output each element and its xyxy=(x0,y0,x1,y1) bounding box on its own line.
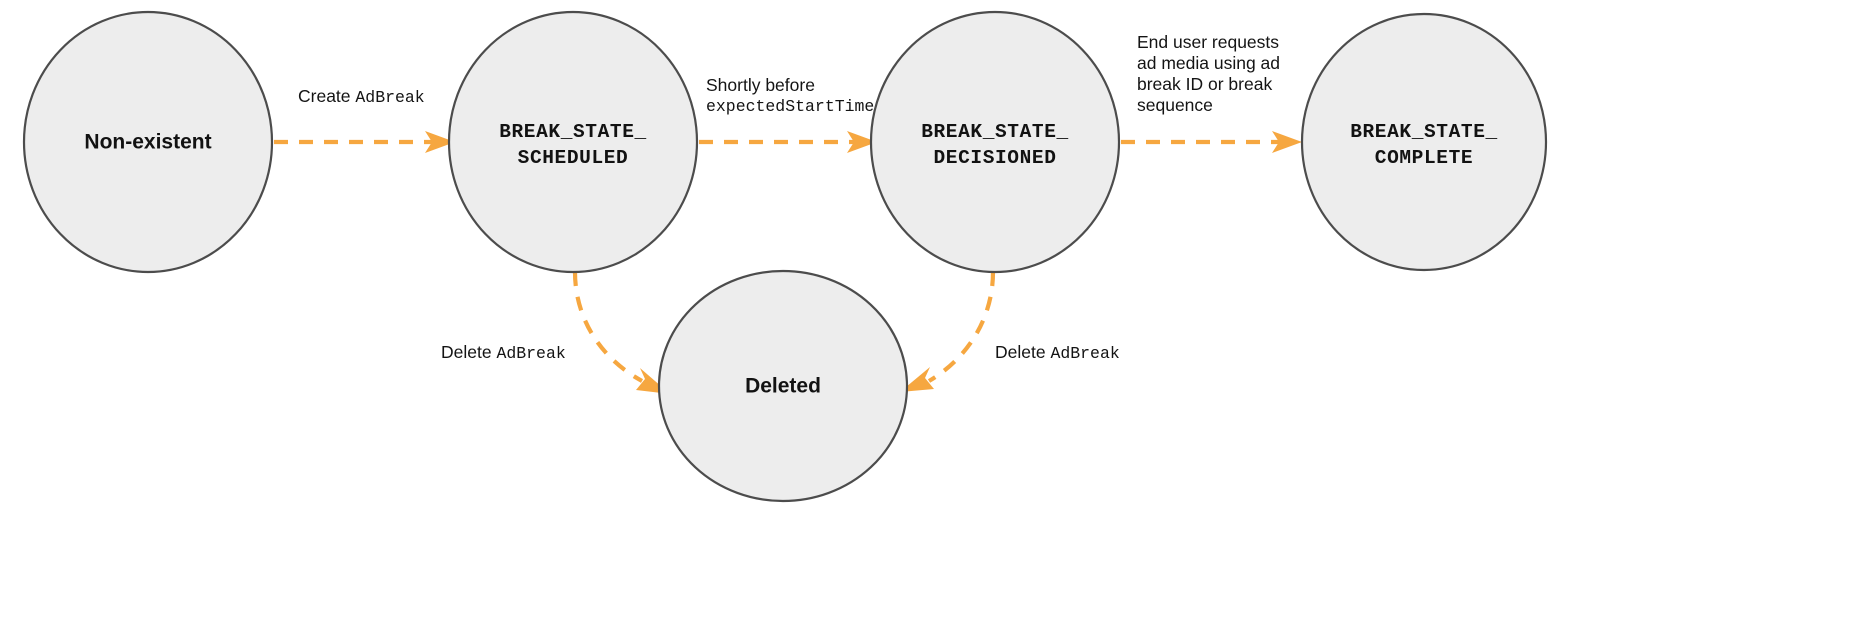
edge-create-adbreak[interactable] xyxy=(274,131,455,153)
edge-shortly-before[interactable] xyxy=(699,131,877,153)
node-deleted-label: Deleted xyxy=(745,375,821,398)
edge-label-create-adbreak: Create AdBreak xyxy=(298,86,425,108)
node-break-state-complete-shape xyxy=(1300,12,1548,272)
edge-label-end-user-requests-line1: End user requests xyxy=(1137,32,1280,52)
node-deleted-shape xyxy=(657,269,909,503)
edge-label-create-adbreak-text: Create xyxy=(298,86,356,106)
node-break-state-scheduled-shape xyxy=(447,10,699,274)
edge-label-delete-from-decisioned-code: AdBreak xyxy=(1050,344,1120,363)
node-non-existent[interactable]: Non-existent xyxy=(22,10,274,274)
edge-delete-from-scheduled-line xyxy=(572,271,644,383)
node-non-existent-shape xyxy=(22,10,274,274)
node-deleted[interactable]: Deleted xyxy=(657,269,909,503)
node-break-state-scheduled[interactable]: BREAK_STATE_ SCHEDULED xyxy=(447,10,699,274)
edge-label-shortly-before-line1: Shortly before xyxy=(706,75,815,95)
edge-label-delete-from-decisioned: Delete AdBreak xyxy=(995,342,1120,364)
edge-delete-from-scheduled[interactable] xyxy=(572,271,670,394)
edge-delete-from-decisioned[interactable] xyxy=(900,271,996,392)
edge-label-end-user-requests-line4: sequence xyxy=(1137,95,1213,115)
node-break-state-decisioned-label-line2: DECISIONED xyxy=(933,147,1056,169)
node-break-state-complete[interactable]: BREAK_STATE_ COMPLETE xyxy=(1300,12,1548,272)
node-break-state-complete-label-line2: COMPLETE xyxy=(1375,147,1473,169)
node-break-state-decisioned[interactable]: BREAK_STATE_ DECISIONED xyxy=(869,10,1121,274)
edge-label-delete-from-scheduled: Delete AdBreak xyxy=(441,342,566,364)
edge-delete-from-decisioned-arrowhead xyxy=(900,367,934,392)
edge-label-end-user-requests-line3: break ID or break xyxy=(1137,74,1273,94)
node-break-state-decisioned-label-line1: BREAK_STATE_ xyxy=(921,121,1069,143)
node-break-state-complete-label-line1: BREAK_STATE_ xyxy=(1350,121,1498,143)
edge-label-end-user-requests-line2: ad media using ad xyxy=(1137,53,1281,73)
edge-label-delete-from-scheduled-code: AdBreak xyxy=(496,344,566,363)
edge-label-shortly-before-line2: expectedStartTime xyxy=(706,97,875,116)
node-non-existent-label: Non-existent xyxy=(84,131,211,154)
node-break-state-scheduled-label-line1: BREAK_STATE_ xyxy=(499,121,647,143)
edge-shortly-before-arrowhead xyxy=(847,131,877,153)
edge-end-user-requests[interactable] xyxy=(1121,131,1302,153)
edge-label-delete-from-decisioned-text: Delete xyxy=(995,342,1051,362)
edge-create-adbreak-arrowhead xyxy=(425,131,455,153)
edge-end-user-requests-arrowhead xyxy=(1272,131,1302,153)
edge-label-shortly-before: Shortly before expectedStartTime xyxy=(706,75,874,117)
edge-label-delete-from-scheduled-text: Delete xyxy=(441,342,497,362)
node-break-state-scheduled-label-line2: SCHEDULED xyxy=(518,147,629,169)
edge-label-create-adbreak-code: AdBreak xyxy=(355,88,425,107)
edge-delete-from-decisioned-line xyxy=(927,271,996,383)
node-break-state-decisioned-shape xyxy=(869,10,1121,274)
